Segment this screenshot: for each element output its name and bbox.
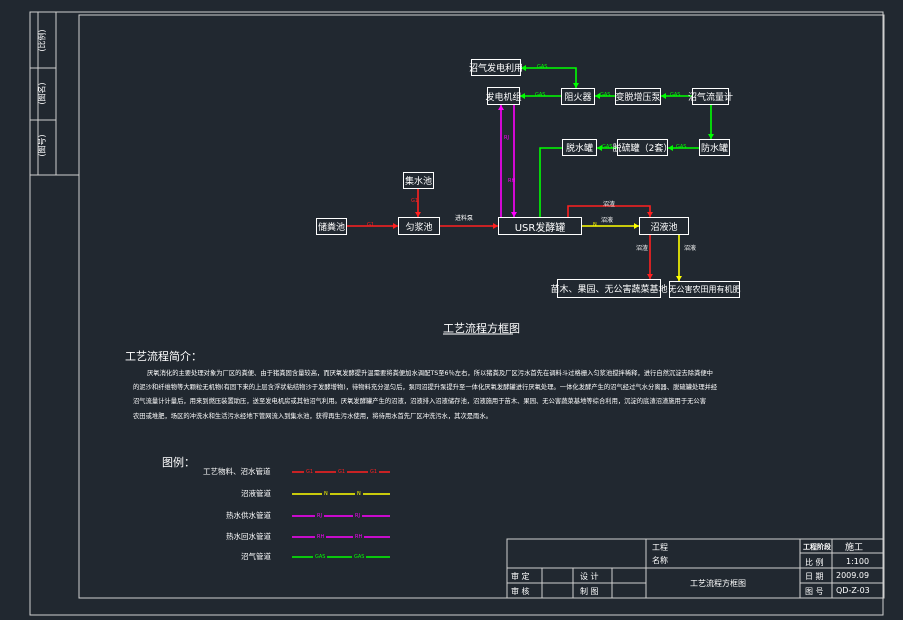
gas-label-6: GAS (602, 144, 613, 150)
gas-label-3: GAS (600, 92, 611, 98)
legend-label-material: 工艺物料、沼水管道 (203, 467, 271, 476)
legend-code-gas-b: GAS (352, 554, 367, 560)
tb-date-value: 2009.09 (836, 571, 870, 580)
tb-number-label: 图 号 (805, 587, 824, 596)
tb-drawing-name: 工艺流程方框图 (690, 579, 746, 588)
tb-project-label: 工程 (652, 543, 668, 552)
legend-label-hot-return: 热水回水管道 (226, 532, 271, 541)
slurry-down-label: 沼液 (684, 245, 697, 252)
node-biogas-use: 沼气发电利用 (469, 59, 523, 76)
residue-down-label: 沼渣 (636, 245, 649, 252)
legend-code-n-a: N (322, 491, 330, 497)
node-mixing-pool: 匀浆池 (398, 217, 440, 235)
feed-pump-label: 进料泵 (455, 215, 474, 222)
gas-label-5: GAS (676, 144, 687, 150)
node-source-pool: 储粪池 (316, 218, 347, 235)
tb-name-label: 名称 (652, 556, 668, 565)
rj-label: RJ (504, 135, 509, 141)
g1-label-2: G1 (411, 198, 419, 204)
residue-up-label: 沼渣 (603, 201, 616, 208)
intro-heading: 工艺流程简介： (125, 350, 202, 363)
node-fertilizer-destination: 无公害农田用有机肥 (669, 281, 741, 298)
tb-drawn: 制 图 (580, 587, 599, 596)
legend-title: 图例： (162, 456, 195, 469)
g1-label-1: G1 (367, 222, 375, 228)
node-collect-pool: 集水池 (403, 172, 434, 189)
gas-label-4: GAS (670, 92, 681, 98)
intro-line-3: 沼气流量计计量后，用来到燃压装置助压，送至发电机房或其他沼气利用。厌氧发酵罐产生… (133, 398, 707, 405)
intro-line-2: 的泥沙和纤维物等大颗粒无机物(有固下来的上层含浮状粘结物沙于发酵增物)，待物料充… (133, 384, 718, 391)
tb-reviewed: 审 定 (511, 572, 530, 581)
node-biogas-meter: 沼气流量计 (688, 88, 733, 105)
legend-label-hot-supply: 热水供水管道 (226, 511, 271, 520)
node-desulf-tank: 脱硫罐（2套） (613, 139, 672, 156)
tb-date-label: 日 期 (805, 572, 824, 581)
node-generator: 发电机组 (486, 87, 522, 105)
rh-label: RH (508, 178, 516, 184)
legend-code-rh-a: RH (315, 534, 327, 540)
gas-label-1: GAS (537, 64, 548, 70)
intro-line-4: 农田或堆肥，场区的冲洗水和生活污水经地下管网流入到集水池，获得再生污水使用，将待… (133, 413, 492, 420)
legend-code-g1-c: G1 (368, 469, 380, 475)
tb-number-value: QD-Z-03 (836, 586, 870, 595)
tb-scale-label: 比 例 (805, 558, 824, 567)
legend-code-rj-b: RJ (353, 513, 362, 519)
node-flame-arrester: 阻火器 (561, 88, 595, 105)
node-water-seal: 防水罐 (699, 139, 730, 156)
node-usr-digester: USR发酵罐 (498, 217, 582, 235)
tb-stage-label: 工程阶段 (803, 543, 831, 551)
slurry-right-label: 沼液 (601, 217, 614, 224)
node-desulfurizer: 变脱增压泵 (615, 88, 661, 105)
intro-line-1: 厌氧消化的主要处理对象为厂区的粪便、由于猪粪固含量较高，而厌氧发酵提升温需要将粪… (147, 370, 713, 377)
gas-label-2: GAS (535, 92, 546, 98)
node-dewater-tank: 脱水罐 (562, 139, 597, 156)
legend-code-g1-b: G1 (336, 469, 348, 475)
tb-designed: 设 计 (580, 572, 599, 581)
legend-label-gas: 沼气管道 (241, 552, 271, 561)
legend-code-rh-b: RH (353, 534, 365, 540)
tb-stage-value: 施工 (845, 543, 864, 553)
tb-checked: 审 核 (511, 587, 530, 596)
tb-scale-value: 1:100 (846, 557, 870, 566)
legend-code-g1-a: G1 (304, 469, 316, 475)
legend-code-gas-a: GAS (313, 554, 328, 560)
node-fields-destination: 苗木、果园、无公害蔬菜基地 (551, 279, 668, 298)
flow-chart-title: 工艺流程方框图 (443, 322, 520, 335)
n-label: N (593, 222, 597, 228)
legend-code-n-b: N (355, 491, 363, 497)
legend-label-slurry: 沼液管道 (241, 489, 271, 498)
legend-code-rj-a: RJ (315, 513, 324, 519)
node-biogas-slurry-pool: 沼液池 (639, 217, 689, 235)
